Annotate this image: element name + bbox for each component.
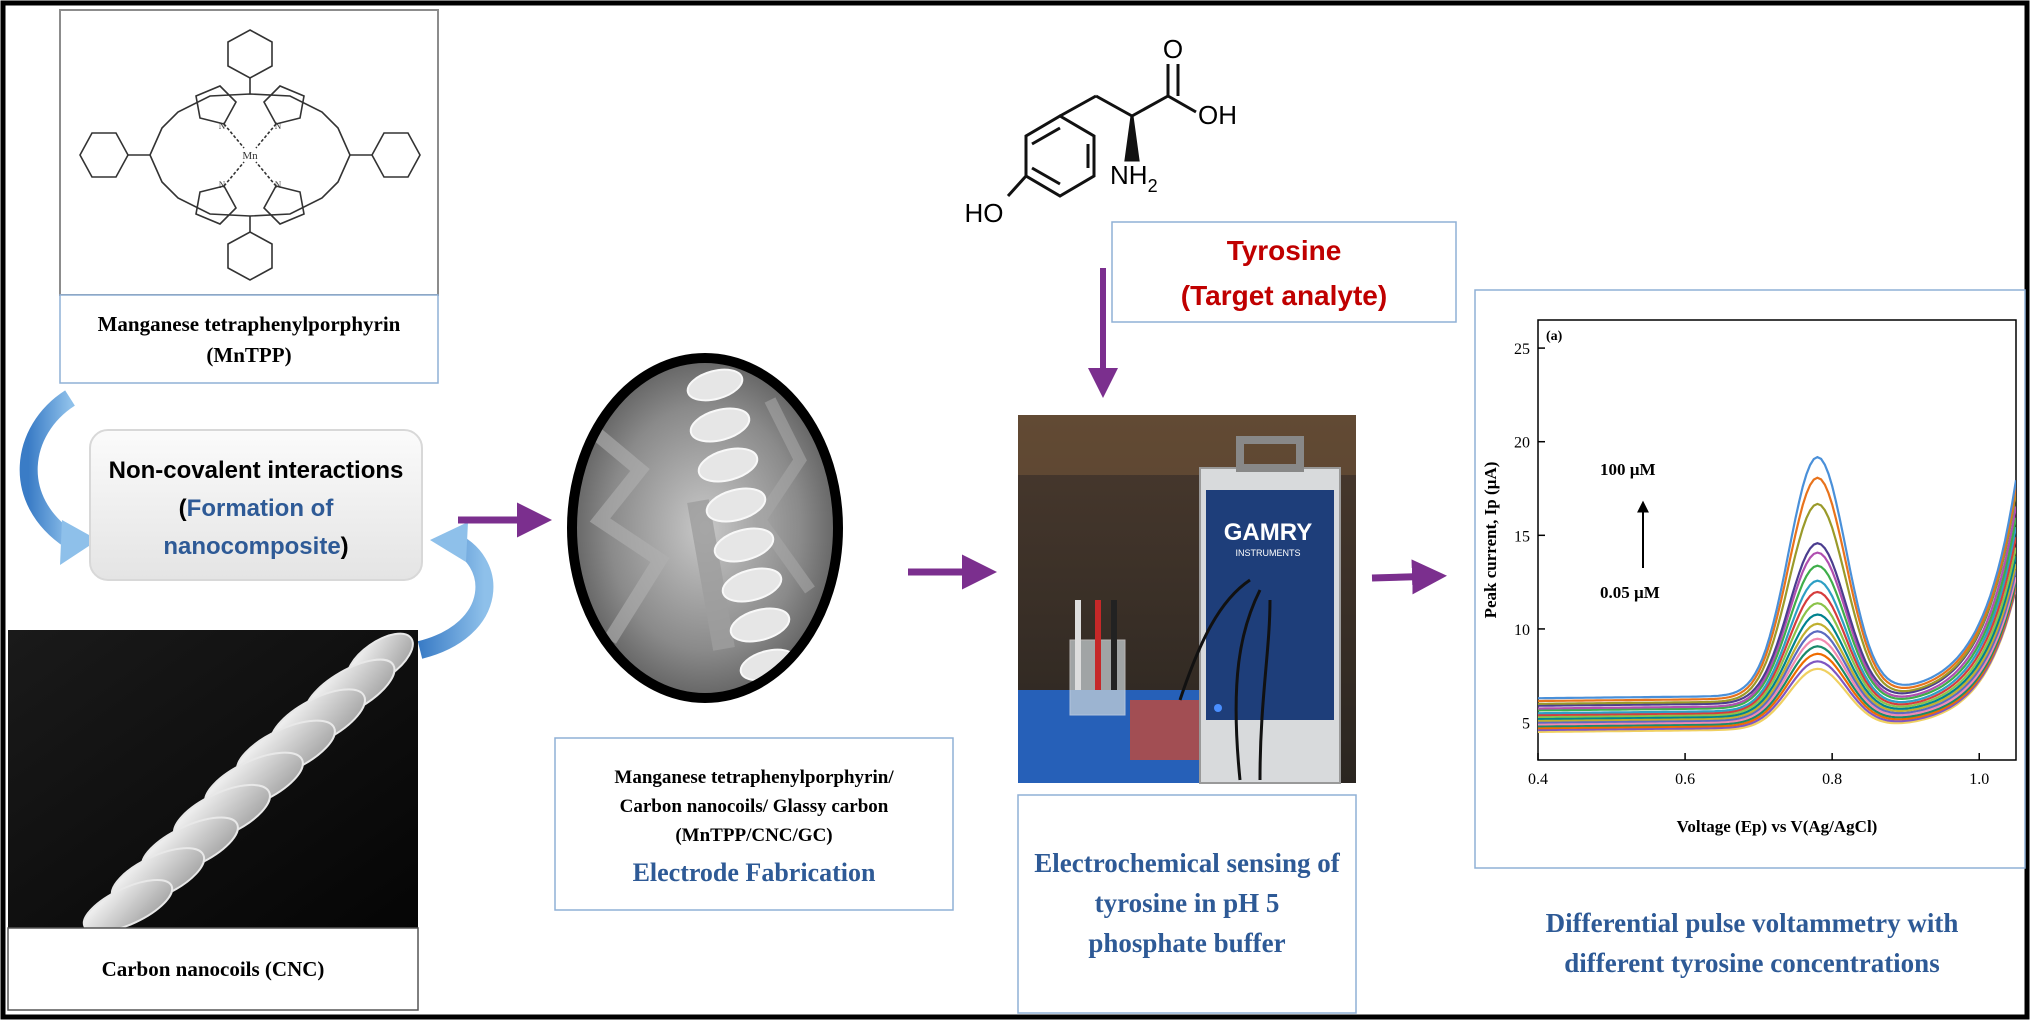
n-atom-label-4: N (275, 180, 282, 190)
interactions-line1: Non-covalent interactions (109, 457, 404, 484)
sensing-line3: phosphate buffer (1088, 928, 1285, 958)
tyrosine-structure (1006, 64, 1197, 198)
electrode-line3: (MnTPP/CNC/GC) (675, 825, 832, 846)
dpv-series-line (1538, 576, 2016, 726)
instrument-photo: GAMRY INSTRUMENTS (1018, 415, 1356, 784)
x-tick-label: 0.6 (1675, 771, 1695, 788)
mntpp-caption-box: Manganese tetraphenylporphyrin (MnTPP) (59, 294, 439, 384)
panel-label: (a) (1546, 329, 1563, 344)
tyrosine-name: Tyrosine (1227, 235, 1342, 266)
curved-arrow-top-head (60, 520, 98, 565)
sensing-line1: Electrochemical sensing of (1034, 848, 1340, 878)
instrument-sub: INSTRUMENTS (1236, 548, 1301, 558)
instrument-brand: GAMRY (1224, 519, 1312, 546)
x-tick-label: 0.4 (1528, 771, 1548, 788)
tyrosine-o: O (1163, 34, 1183, 64)
dpv-series-line (1538, 547, 2016, 719)
electrode-line1: Manganese tetraphenylporphyrin/ (614, 767, 894, 788)
electrode-caption-box: Manganese tetraphenylporphyrin/ Carbon n… (554, 737, 954, 911)
electrochemical-cell (1069, 600, 1126, 716)
dpv-series-line (1538, 587, 2016, 732)
y-tick-label: 5 (1522, 716, 1530, 733)
cnc-caption: Carbon nanocoils (CNC) (102, 957, 325, 981)
dpv-series-line (1538, 506, 2016, 710)
tyrosine-role: (Target analyte) (1181, 280, 1387, 311)
dpv-caption-line1: Differential pulse voltammetry with (1546, 908, 1959, 938)
x-axis-ticks: 0.4 0.6 0.8 1.0 (1528, 753, 1989, 788)
dpv-series-line (1538, 563, 2016, 722)
cnc-caption-box: Carbon nanocoils (CNC) (7, 927, 419, 1011)
instrument-led (1214, 704, 1222, 712)
mn-atom-label: Mn (242, 150, 258, 162)
y-tick-label: 10 (1514, 622, 1530, 639)
dpv-series-line (1538, 526, 2016, 715)
tyrosine-oh: OH (1198, 100, 1237, 130)
y-tick-label: 15 (1514, 528, 1530, 545)
mntpp-caption-line2: (MnTPP) (206, 343, 291, 367)
dpv-chart: (a) 5 10 15 20 25 0.4 0.6 0.8 1.0 100 µM 0.05 µ… (1474, 289, 2026, 869)
dpv-series-line (1538, 537, 2016, 717)
tyrosine-nh2: NH2 (1110, 160, 1158, 196)
dpv-curves (1538, 455, 2016, 734)
n-atom-label-3: N (219, 180, 226, 190)
dpv-series-line (1538, 517, 2016, 712)
dpv-series-line (1538, 493, 2016, 707)
mntpp-molecule (79, 29, 421, 281)
dpv-series-line (1538, 570, 2016, 724)
dpv-series-line (1538, 492, 2016, 705)
y-tick-label: 20 (1514, 435, 1530, 452)
sem-image-oval (567, 353, 843, 703)
cnc-image (8, 630, 418, 934)
mntpp-caption-line1: Manganese tetraphenylporphyrin (98, 312, 401, 336)
n-atom-label-2: N (275, 121, 282, 131)
annotation-bottom: 0.05 µM (1600, 583, 1660, 602)
dpv-chart-frame (1474, 289, 2026, 869)
dpv-series-line (1538, 581, 2016, 728)
cnc-coil (82, 632, 414, 934)
curved-arrow-bottom-head (430, 522, 468, 562)
interactions-line3: nanocomposite) (163, 533, 348, 560)
dpv-series-line (1538, 555, 2016, 720)
sem-coil (686, 368, 797, 682)
interactions-line2: (Formation of (179, 495, 335, 522)
y-tick-label: 25 (1514, 341, 1530, 358)
dpv-caption-line2: different tyrosine concentrations (1564, 948, 1939, 978)
y-axis-label: Peak current, Ip (µA) (1481, 462, 1500, 619)
dpv-series-line (1538, 476, 2016, 703)
x-tick-label: 0.8 (1822, 771, 1842, 788)
arrow-to-dpv (1371, 559, 1447, 595)
interactions-box: Non-covalent interactions (Formation of … (89, 429, 423, 581)
tyrosine-ho: HO (965, 198, 1004, 228)
tyrosine-caption-box: Tyrosine (Target analyte) (1111, 221, 1457, 323)
dpv-series-line (1538, 455, 2016, 700)
dpv-series-line (1538, 584, 2016, 730)
cables (1178, 578, 1272, 781)
sensing-line2: tyrosine in pH 5 (1095, 888, 1280, 918)
electrode-line4: Electrode Fabrication (633, 858, 876, 887)
sensing-caption-box: Electrochemical sensing of tyrosine in p… (1017, 794, 1357, 1014)
y-axis-ticks: 5 10 15 20 25 (1514, 341, 1545, 733)
mntpp-structure-panel: Mn N N N N (59, 9, 439, 296)
dpv-series-line (1538, 588, 2016, 734)
curved-arrow-top (19, 390, 76, 548)
x-tick-label: 1.0 (1969, 771, 1989, 788)
electrode-line2: Carbon nanocoils/ Glassy carbon (620, 796, 889, 817)
x-axis-label: Voltage (Ep) vs V(Ag/AgCl) (1677, 817, 1878, 836)
n-atom-label-1: N (219, 121, 226, 131)
annotation-top: 100 µM (1600, 460, 1656, 479)
